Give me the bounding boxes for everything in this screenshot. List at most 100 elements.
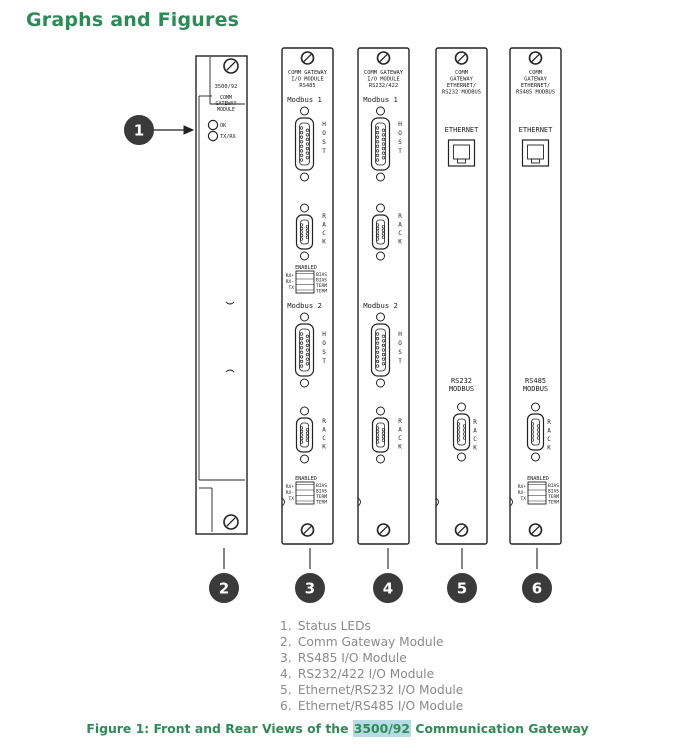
panel-text: T — [398, 148, 402, 155]
panel-text: C — [322, 435, 326, 442]
rack-port-2 — [295, 406, 314, 464]
legend-item: 3. RS485 I/O Module — [280, 651, 407, 665]
ethernet-port-icon — [521, 139, 550, 167]
panel-text: ETHERNET — [445, 126, 480, 134]
panel-text: C — [547, 436, 551, 443]
panel-text: BIAS — [316, 483, 327, 489]
panel-text: COMM — [455, 70, 469, 76]
led-txrx-icon — [207, 130, 219, 142]
panel-text: ETHERNET/ — [521, 83, 550, 89]
panel-text: RS485 — [525, 377, 546, 385]
callout-4: 4 — [373, 573, 403, 603]
callout-2: 2 — [209, 573, 239, 603]
panel-text: A — [398, 427, 402, 434]
panel-text: H — [322, 121, 326, 128]
panel-text: TX/RX — [220, 134, 236, 140]
panel-text: MODBUS — [523, 385, 548, 393]
panel-text: Modbus 2 — [287, 301, 322, 310]
panel-text: H — [398, 121, 402, 128]
legend-item: 4. RS232/422 I/O Module — [280, 667, 435, 681]
panel-notch — [281, 497, 285, 507]
panel-text: TX — [520, 496, 526, 502]
panel-text: RS232/422 — [369, 83, 398, 89]
panel-text: TX — [288, 285, 294, 291]
serial-port — [452, 402, 471, 462]
panel-text: R — [473, 419, 477, 426]
panel-text: GATEWAY — [524, 77, 547, 83]
panel-text: A — [547, 428, 551, 435]
panel-text: A — [398, 222, 402, 229]
rack-port-2 — [371, 406, 390, 464]
panel-text: MODBUS — [449, 385, 474, 393]
panel-text: R — [398, 213, 402, 220]
panel-text: C — [398, 435, 402, 442]
panel-text: T — [322, 358, 326, 365]
panel-text: K — [473, 445, 477, 452]
panel-text: BIAS — [548, 483, 559, 489]
panel-text: S — [322, 139, 326, 146]
legend-item: 1. Status LEDs — [280, 619, 371, 633]
panel-text: ENABLED — [295, 476, 317, 482]
panel-text: RX+ — [518, 484, 527, 490]
callout-6: 6 — [522, 573, 552, 603]
panel-text: RS232 MODBUS — [442, 90, 481, 96]
panel-text: I/O MODULE — [291, 77, 323, 83]
callout-5: 5 — [447, 573, 477, 603]
panel-notch — [509, 497, 513, 507]
panel-text: H — [322, 331, 326, 338]
callout-number: 2 — [219, 580, 229, 598]
panel-text: TERM — [316, 289, 327, 295]
panel-text: R — [547, 419, 551, 426]
screw-icon — [528, 51, 543, 65]
legend-item: 5. Ethernet/RS232 I/O Module — [280, 683, 464, 697]
panel-text: Modbus 2 — [363, 301, 398, 310]
panel-text: RX+ — [286, 484, 295, 490]
figure-legend: 1. Status LEDs 2. Comm Gateway Module 3.… — [280, 618, 463, 714]
panel-text: COMM — [220, 95, 232, 101]
page-heading: Graphs and Figures — [26, 9, 240, 31]
callout-1: 1 — [124, 115, 154, 145]
panel-text: O — [398, 340, 402, 347]
screw-icon — [528, 523, 543, 537]
panel-text: S — [322, 349, 326, 356]
rack-port-1 — [371, 203, 390, 261]
serial-port — [526, 402, 545, 462]
panel-text: O — [322, 130, 326, 137]
front-panel — [195, 55, 248, 535]
panel-text: RS485 — [299, 83, 315, 89]
panel-text: TERM — [548, 500, 559, 506]
panel-text: S — [398, 139, 402, 146]
panel-text: RX- — [286, 279, 294, 285]
panel-text: C — [398, 230, 402, 237]
host-port-1 — [370, 106, 391, 182]
rear-panel — [509, 47, 562, 545]
panel-notch — [357, 497, 361, 507]
panel-text: ETHERNET/ — [447, 83, 476, 89]
screw-icon — [300, 523, 315, 537]
panel-text: TX — [288, 496, 294, 502]
caption-highlight: 3500/92 — [352, 720, 412, 737]
panel-text: K — [398, 444, 402, 451]
panel-text: COMM GATEWAY — [288, 70, 328, 76]
panel-text: O — [322, 340, 326, 347]
panel-notch — [435, 497, 439, 507]
panel-text: H — [398, 331, 402, 338]
panel-text: TERM — [316, 494, 327, 500]
panel-text: I/O MODULE — [367, 77, 399, 83]
screw-icon — [376, 523, 391, 537]
panel-text: Modbus 1 — [363, 95, 398, 104]
ethernet-port-icon — [447, 139, 476, 167]
panel-text: A — [322, 222, 326, 229]
panel-text: RS232 — [451, 377, 472, 385]
screw-icon — [223, 514, 239, 530]
panel-text: TERM — [316, 500, 327, 506]
